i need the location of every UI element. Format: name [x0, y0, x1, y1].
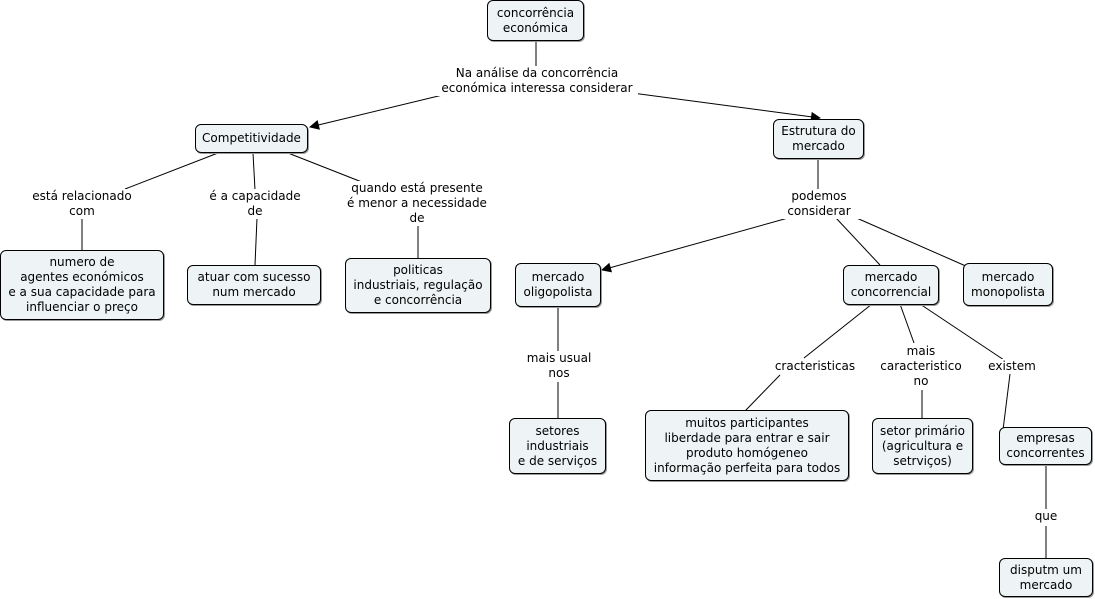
link-label-caracteristico: mais caracteristico no [876, 344, 966, 389]
connector-podemos-oligopolista [601, 217, 789, 273]
concept-setores-industriais[interactable]: setores industriais e de serviços [509, 418, 606, 474]
connector-analise-estrutura [631, 92, 821, 122]
concept-disputm-um-mercado[interactable]: disputm um mercado [999, 558, 1093, 597]
connector-competitividade-relacionado [124, 152, 219, 190]
link-label-relacionado: está relacionado com [26, 189, 138, 219]
concept-atuar-com-sucesso[interactable]: atuar com sucesso num mercado [187, 265, 321, 305]
concept-empresas-concorrentes[interactable]: empresas concorrentes [999, 427, 1092, 465]
concept-mercado-concorrencial[interactable]: mercado concorrencial [843, 265, 939, 305]
connector-concorrencial-caracteristico [899, 303, 915, 344]
connector-competitividade-presente [287, 152, 373, 187]
connector-competitividade-capacidade [252, 152, 256, 191]
link-label-usual: mais usual nos [520, 351, 598, 381]
concept-estrutura-do-mercado[interactable]: Estrutura do mercado [773, 119, 864, 159]
concept-muitos-participantes[interactable]: muitos participantes liberdade para entr… [645, 410, 849, 481]
link-label-que: que [1030, 509, 1062, 524]
link-label-existem: existem [982, 359, 1042, 374]
concept-politicas[interactable]: politicas industriais, regulação e conco… [345, 258, 491, 313]
connector-caracteristicas-participantes [744, 374, 781, 412]
link-label-presente: quando está presente é menor a necessida… [342, 181, 492, 226]
link-label-caracteristicas: cracteristicas [768, 359, 862, 374]
concept-setor-primario[interactable]: setor primário (agricultura e setrviços) [872, 418, 973, 474]
concept-mercado-monopolista[interactable]: mercado monopolista [963, 263, 1053, 306]
connector-existem-empresas [1002, 373, 1011, 431]
concept-mercado-oligopolista[interactable]: mercado oligopolista [515, 263, 601, 307]
link-label-podemos: podemos considerar [778, 189, 860, 219]
concept-agentes-economicos[interactable]: numero de agentes económicos e a sua cap… [0, 250, 164, 320]
connector-concorrencial-caracteristicas [803, 303, 873, 359]
connector-capacidade-atuar [254, 217, 258, 266]
connector-concorrencial-existem [919, 303, 1005, 361]
link-label-analise: Na análise da concorrência económica int… [436, 66, 638, 96]
link-label-capacidade: é a capacidade de [200, 189, 310, 219]
connector-podemos-monopolista [851, 215, 969, 268]
connector-podemos-concorrencial [835, 217, 881, 266]
concept-concorrencia-economica[interactable]: concorrência económica [487, 0, 584, 41]
concept-competitividade[interactable]: Competitividade [195, 124, 308, 153]
connector-analise-competitividade [309, 91, 456, 130]
